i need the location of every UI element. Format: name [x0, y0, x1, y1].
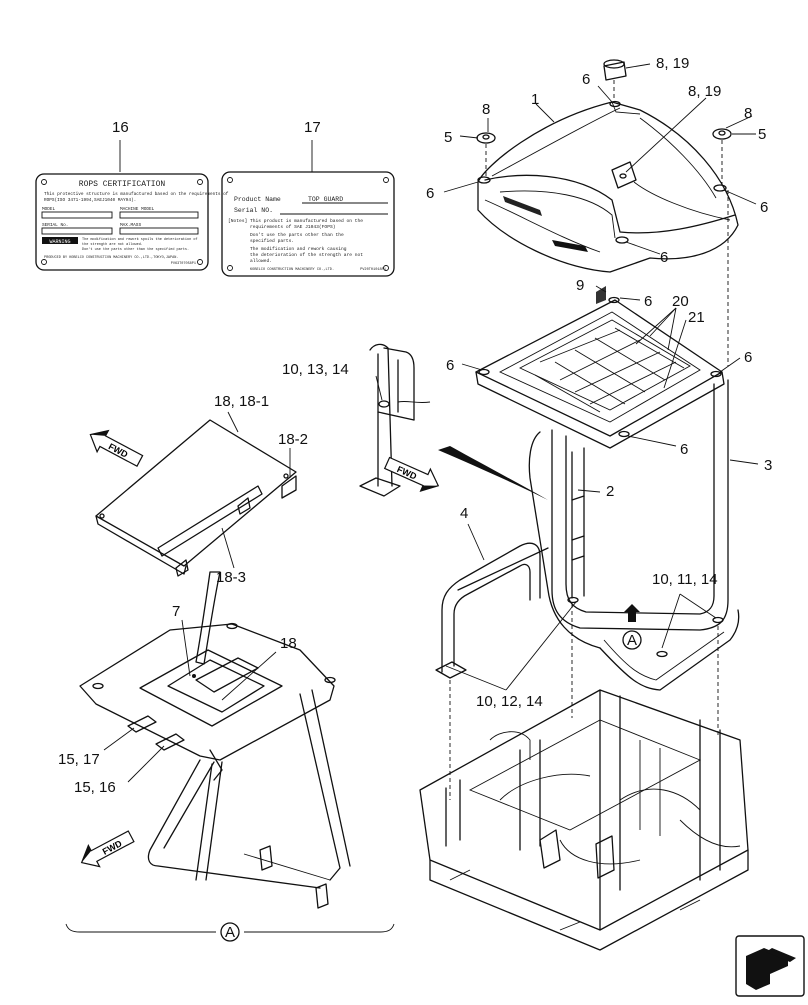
view-a-marker — [622, 630, 642, 650]
plate17-n3: Don't use the parts other than the — [250, 232, 344, 238]
callout-5-right: 5 — [758, 126, 766, 143]
callout-4: 4 — [460, 505, 468, 522]
callout-18-18-1: 18, 18-1 — [214, 393, 269, 410]
callout-6-frame-bottom: 6 — [680, 441, 688, 458]
base-frame — [419, 689, 749, 951]
callout-18-2: 18-2 — [278, 431, 308, 448]
callout-21: 21 — [688, 309, 705, 326]
plate16-machine-model: MACHINE MODEL — [120, 207, 155, 212]
plate16-maker: PRODUCED BY KOBELCO CONSTRUCTION MACHINE… — [44, 256, 178, 260]
callout-6-cover-right: 6 — [760, 199, 768, 216]
floor-plate — [95, 419, 297, 577]
callout-10-11-14: 10, 11, 14 — [652, 571, 718, 588]
plate16-line2: ROPS(ISO 3471-1994,SAEJ1040 MAY94). — [44, 198, 136, 203]
top-guard-plate: Product Name TOP GUARD Serial NO. [Notes… — [221, 171, 395, 277]
callout-6-cover-left: 6 — [426, 185, 434, 202]
callouts: 1 2 3 4 5 5 6 6 6 6 6 6 6 6 7 8 8 8, 19 … — [58, 55, 772, 796]
view-a-bottom-marker — [220, 922, 240, 942]
callout-10-13-14: 10, 13, 14 — [282, 361, 349, 378]
knob-8-19 — [603, 59, 627, 81]
plate17-n6: the deterioration of the strength are no… — [250, 252, 363, 258]
callout-6-frame-top: 6 — [644, 293, 652, 310]
callout-6-top: 6 — [582, 71, 590, 88]
plate16-title: ROPS CERTIFICATION — [79, 180, 166, 189]
callout-15-17: 15, 17 — [58, 751, 100, 768]
plate16-warn3: Don't use the parts other than the speci… — [82, 247, 189, 252]
guard-mesh-frame — [475, 286, 725, 449]
plate16-warn1: The modification and rework spoils the d… — [82, 237, 198, 242]
plate16-max-mass: MAX.MASS — [120, 223, 141, 228]
up-arrow-icon — [624, 604, 640, 622]
plate17-n7: allowed. — [250, 258, 272, 264]
plate17-product-value: TOP GUARD — [308, 196, 343, 203]
fwd-label-2: FWD — [395, 464, 418, 482]
hand-rail — [435, 542, 549, 679]
plate17-n4: specified parts. — [250, 238, 294, 244]
callout-2: 2 — [606, 483, 614, 500]
callout-15-16: 15, 16 — [74, 779, 116, 796]
callout-17: 17 — [304, 119, 321, 136]
centre-lines — [449, 80, 729, 800]
callout-8-left: 8 — [482, 101, 490, 118]
callout-10-12-14: 10, 12, 14 — [476, 693, 543, 710]
leader-lines — [103, 63, 759, 783]
plate16-warning: WARNING — [49, 239, 70, 245]
plate16-serial: SERIAL No. — [42, 223, 68, 228]
plate17-serial-label: Serial NO. — [234, 207, 273, 214]
callout-6-frame-right: 6 — [744, 349, 752, 366]
callout-5-left: 5 — [444, 129, 452, 146]
view-a-bottom-label: A — [225, 924, 235, 941]
plate16-model: MODEL — [42, 207, 56, 212]
plate17-notes-label: [Notes] — [228, 218, 247, 224]
callout-1: 1 — [531, 91, 539, 108]
plate16-code: PV63T07058P1 — [171, 262, 196, 266]
fwd-arrow-bottom-left: FWD — [80, 830, 135, 868]
rops-certification-plate: ROPS CERTIFICATION This protective struc… — [35, 173, 229, 271]
plate17-n1: This product is manufactured based on th… — [250, 218, 363, 224]
callout-6-cover-bottom: 6 — [660, 249, 668, 266]
top-guard-cover — [477, 100, 739, 273]
view-a-label: A — [627, 632, 637, 649]
plate16-warn2: the strength are not allowed. — [82, 242, 143, 247]
callout-8-19-top: 8, 19 — [656, 55, 689, 72]
washer-5-left — [476, 132, 496, 144]
callout-3: 3 — [764, 457, 772, 474]
callout-6-frame-left: 6 — [446, 357, 454, 374]
plate17-product-label: Product Name — [234, 196, 281, 203]
callout-18-3: 18-3 — [216, 569, 246, 586]
washer-5-right — [712, 128, 732, 140]
rops-frame — [528, 379, 740, 691]
plate17-n2: requirements of SAE J1043(FOPS) — [250, 224, 335, 230]
plate17-n5: The modification and rework causing — [250, 246, 347, 252]
callout-20: 20 — [672, 293, 689, 310]
callout-16: 16 — [112, 119, 129, 136]
callout-9: 9 — [576, 277, 584, 294]
callout-18: 18 — [280, 635, 297, 652]
post-detail — [359, 343, 431, 497]
callout-7: 7 — [172, 603, 180, 620]
view-a-frame — [79, 571, 351, 909]
callout-8-19-mid: 8, 19 — [688, 83, 721, 100]
next-page-icon[interactable] — [735, 935, 805, 997]
callout-8-right: 8 — [744, 105, 752, 122]
view-a-bracket — [65, 923, 395, 933]
plate17-maker: KOBELCO CONSTRUCTION MACHINERY CO.,LTD. — [250, 268, 334, 272]
fwd-arrow-top-left: FWD — [89, 429, 144, 467]
plate16-line1: This protective structure is manufacture… — [44, 192, 229, 197]
assembly-arrow — [438, 446, 548, 500]
plate17-code: PV20T01018P1 — [360, 268, 386, 272]
